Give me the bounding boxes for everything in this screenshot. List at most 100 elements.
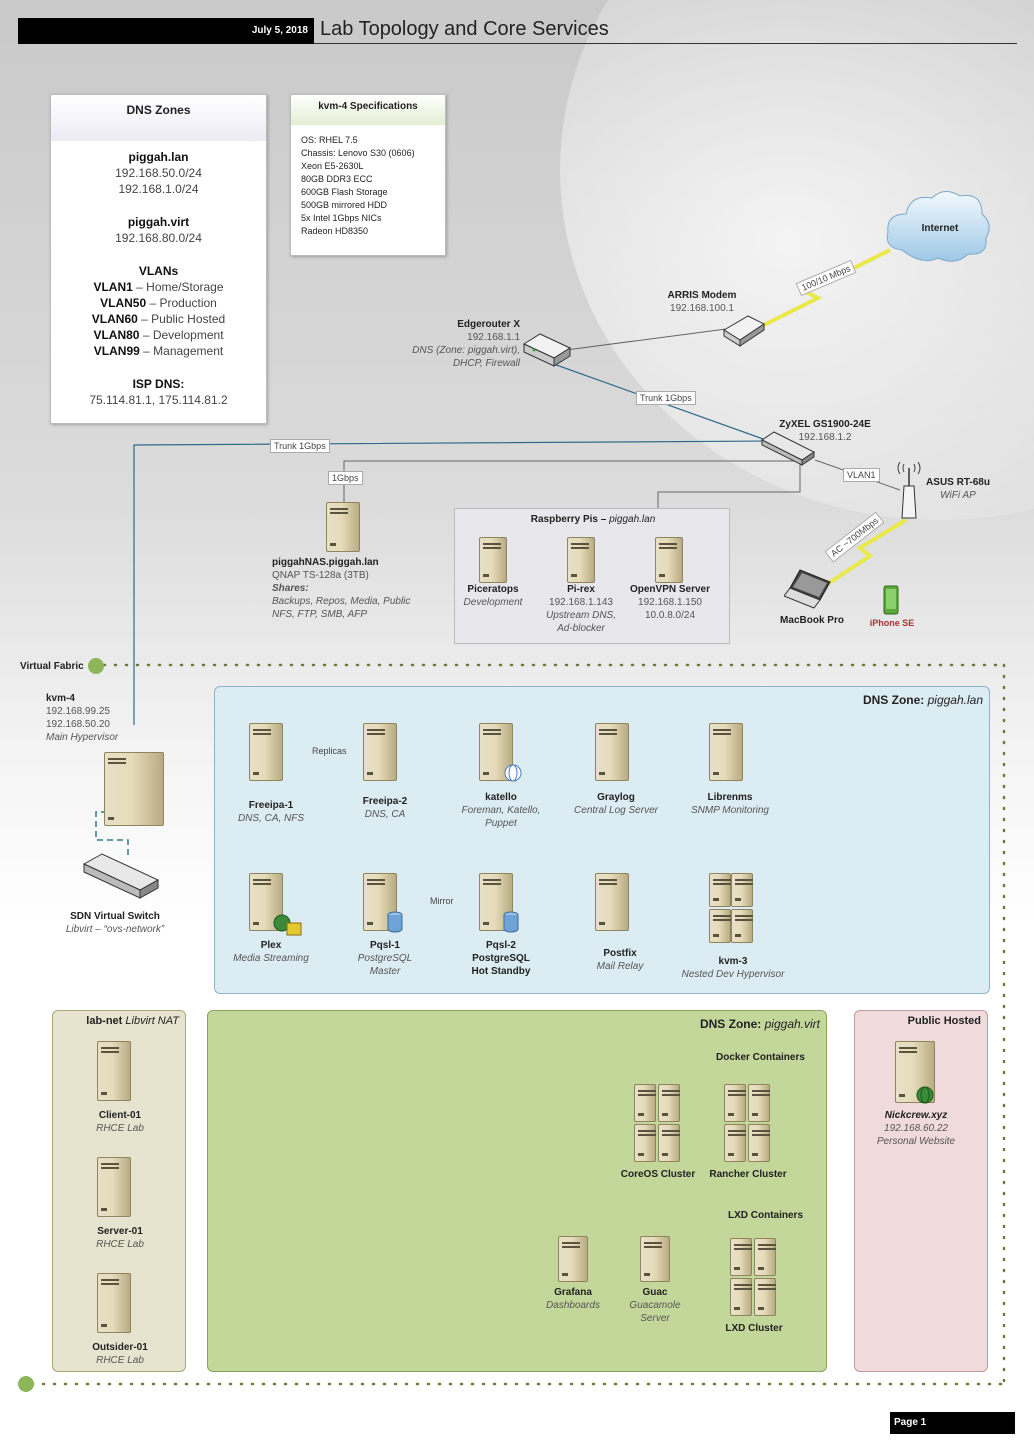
server-desc: Media Streaming bbox=[233, 953, 309, 964]
pi-l1: 192.168.1.143 bbox=[549, 597, 613, 608]
virt-zone-title: DNS Zone: bbox=[699, 1017, 765, 1031]
lxd-server-icon bbox=[730, 1278, 752, 1316]
lxd-label: LXD Containers bbox=[728, 1210, 804, 1221]
server-desc: RHCE Lab bbox=[96, 1123, 144, 1134]
database-icon bbox=[387, 911, 403, 933]
postfix-server-icon bbox=[595, 873, 629, 931]
router-icon bbox=[522, 333, 572, 367]
public-desc: Personal Website bbox=[876, 1136, 956, 1147]
graylog-server-icon bbox=[595, 723, 629, 781]
globe-icon bbox=[916, 1086, 934, 1104]
spec-line: 500GB mirrored HDD bbox=[301, 200, 388, 210]
rancher-server-icon bbox=[724, 1084, 746, 1122]
public-name: Nickcrew.xyz bbox=[884, 1110, 948, 1121]
librenms-server-icon bbox=[709, 723, 743, 781]
server-desc2: Puppet bbox=[485, 818, 517, 829]
switch-icon bbox=[761, 431, 815, 466]
switch-ip: 192.168.1.2 bbox=[798, 432, 852, 443]
mirror-label: Mirror bbox=[427, 895, 457, 907]
vlan-name: – Development bbox=[139, 328, 224, 342]
grafana-name: Grafana bbox=[554, 1287, 592, 1298]
spec-line: Xeon E5-2630L bbox=[301, 161, 364, 171]
lxd-server-icon bbox=[754, 1238, 776, 1276]
vswitch-role: Libvirt – “ovs-network” bbox=[65, 924, 165, 935]
coreos-server-icon bbox=[658, 1084, 680, 1122]
server-name: Librenms bbox=[707, 792, 753, 803]
spec-line: Chassis: Lenovo S30 (0606) bbox=[301, 148, 415, 158]
server-desc: PostgreSQL bbox=[357, 953, 413, 964]
spec-line: 80GB DDR3 ECC bbox=[301, 174, 373, 184]
dns-zones-box: DNS Zones piggah.lan 192.168.50.0/24 192… bbox=[50, 94, 267, 424]
server01-server-icon bbox=[97, 1157, 131, 1217]
lxd-server-icon bbox=[730, 1238, 752, 1276]
dns-zones-title: DNS Zones bbox=[51, 95, 266, 141]
pi-l1: Development bbox=[463, 597, 523, 608]
server-name: Freeipa-1 bbox=[248, 800, 294, 811]
modem-name: ARRIS Modem bbox=[667, 290, 737, 301]
kvm3-server-icon bbox=[709, 909, 731, 943]
public-ip: 192.168.60.22 bbox=[884, 1123, 948, 1134]
zone-piggah-virt: DNS Zone: piggah.virt bbox=[207, 1010, 827, 1372]
vswitch-name: SDN Virtual Switch bbox=[70, 911, 160, 922]
rancher-server-icon bbox=[748, 1084, 770, 1122]
virtual-fabric-label: Virtual Fabric bbox=[20, 661, 84, 672]
pi-server-icon bbox=[567, 537, 595, 583]
link-switch-kvm bbox=[133, 440, 771, 725]
vswitch-icon bbox=[82, 853, 160, 899]
server-desc: DNS, CA, NFS bbox=[237, 813, 305, 824]
server-desc: DNS, CA bbox=[364, 809, 406, 820]
kvm4-server-icon bbox=[104, 752, 164, 826]
kvm3-server-icon bbox=[731, 909, 753, 943]
laptop-icon bbox=[784, 569, 831, 609]
server-desc: RHCE Lab bbox=[96, 1355, 144, 1366]
server-desc: Mail Relay bbox=[596, 961, 644, 972]
kvm3-server-icon bbox=[731, 873, 753, 907]
vlans-title: VLANs bbox=[138, 264, 179, 278]
lan-zone-title: DNS Zone: bbox=[862, 693, 928, 707]
pi-l1: 192.168.1.150 bbox=[638, 597, 702, 608]
kvm4-ip2: 192.168.50.20 bbox=[46, 719, 110, 730]
modem-icon bbox=[723, 315, 765, 347]
fabric-node-bottom bbox=[18, 1376, 34, 1392]
modem-ip: 192.168.100.1 bbox=[670, 303, 734, 314]
nas-shares-title: Shares: bbox=[272, 583, 309, 594]
link-router-modem bbox=[565, 328, 727, 351]
server-desc: Nested Dev Hypervisor bbox=[681, 969, 785, 980]
server-name: Graylog bbox=[597, 792, 635, 803]
page-number: Page 1 bbox=[890, 1412, 1015, 1434]
zone-piggah-lan: DNS Zone: piggah.lan Replicas Mirror Fre… bbox=[214, 686, 990, 994]
guac-desc2: Server bbox=[640, 1313, 670, 1324]
router-switch-link-label: Trunk 1Gbps bbox=[636, 391, 696, 405]
server-name: Postfix bbox=[603, 948, 637, 959]
public-title: Public Hosted bbox=[907, 1015, 981, 1027]
rancher-server-icon bbox=[748, 1124, 770, 1162]
vlan-name: – Management bbox=[139, 344, 224, 358]
pi-l2: Upstream DNS, bbox=[545, 610, 616, 621]
zone-virt-net: 192.168.80.0/24 bbox=[115, 231, 202, 245]
media-icon bbox=[273, 914, 302, 936]
server-desc: Foreman, Katello, bbox=[461, 805, 541, 816]
guac-name: Guac bbox=[642, 1287, 668, 1298]
nas-link-label: 1Gbps bbox=[328, 471, 363, 485]
lxd-server-icon bbox=[754, 1278, 776, 1316]
pi-l2: 10.0.8.0/24 bbox=[644, 610, 696, 621]
page-title: Lab Topology and Core Services bbox=[320, 18, 609, 40]
freeipa2-server-icon bbox=[363, 723, 397, 781]
ap-name: ASUS RT-68u bbox=[926, 477, 990, 488]
link-switch-pis bbox=[657, 456, 801, 508]
client01-server-icon bbox=[97, 1041, 131, 1101]
vlan-id: VLAN50 bbox=[100, 296, 147, 310]
phone-icon bbox=[883, 585, 899, 615]
pi-l3: Ad-blocker bbox=[557, 623, 605, 634]
coreos-server-icon bbox=[634, 1124, 656, 1162]
macbook-name: MacBook Pro bbox=[780, 615, 844, 626]
vlan-name: – Production bbox=[146, 296, 217, 310]
zone-lan-net1: 192.168.50.0/24 bbox=[115, 166, 202, 180]
server-name: kvm-3 bbox=[718, 956, 748, 967]
link-modem-internet bbox=[761, 248, 891, 328]
iphone-name: iPhone SE bbox=[869, 618, 915, 628]
zone-lan-net2: 192.168.1.0/24 bbox=[118, 182, 199, 196]
spec-line: OS: RHEL 7.5 bbox=[301, 135, 358, 145]
